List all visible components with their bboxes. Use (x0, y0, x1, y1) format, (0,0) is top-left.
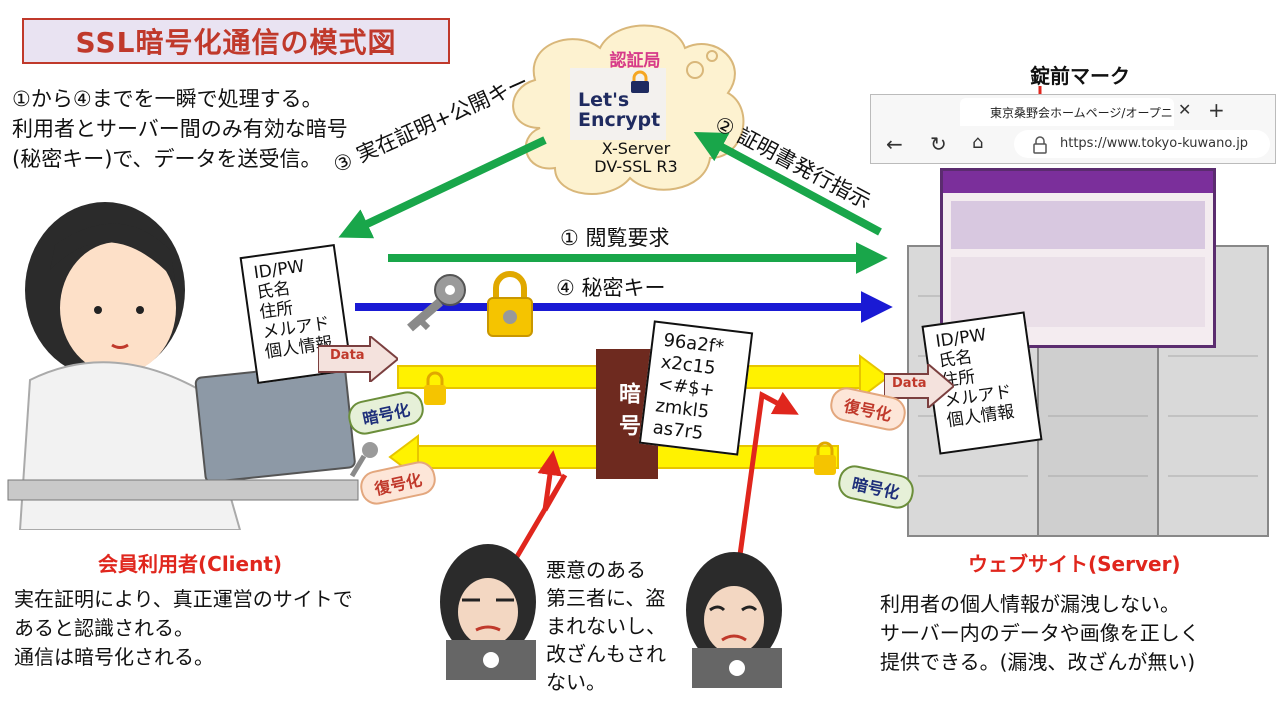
key-icon (407, 274, 466, 332)
attack-arrow-right (737, 391, 799, 556)
padlock-icon (487, 271, 533, 337)
server-caption: ウェブサイト(Server) (968, 552, 1181, 576)
ca-title: 認証局 (609, 51, 661, 71)
arrow-step2 (693, 131, 882, 236)
home-icon[interactable]: ⌂ (972, 132, 984, 153)
client-person-illustration (7, 202, 359, 530)
client-data-tag: Data (330, 348, 365, 363)
attacker-right-illustration (686, 552, 782, 688)
address-lock-icon[interactable] (1032, 136, 1048, 154)
arrow-step3 (338, 136, 547, 239)
letsencrypt-logo (570, 68, 666, 140)
letsencrypt-logo-text: Let's Encrypt (578, 89, 661, 131)
attack-arrow-left (512, 473, 568, 562)
cipher-text-paper: 96a2f* x2c15 <#$+ zmkl5 as7r5 (638, 320, 754, 456)
intro-text: ①から④までを一瞬で処理する。 利用者とサーバー間のみ有効な暗号 (秘密キー)で… (12, 87, 348, 171)
client-caption: 会員利用者(Client) (98, 552, 283, 576)
reload-icon[interactable]: ↻ (930, 132, 947, 156)
letsencrypt-lock-icon (631, 70, 649, 93)
label-step4: ④ 秘密キー (556, 276, 666, 300)
website-screenshot (940, 168, 1216, 348)
client-description: 実在証明により、真正運営のサイトで あると認識される。 通信は暗号化される。 (14, 587, 353, 669)
diagram-title: SSL暗号化通信の模式図 (22, 18, 450, 64)
server-small-padlock-icon (814, 441, 836, 475)
back-icon[interactable]: ← (886, 132, 903, 156)
browser-tab[interactable]: 東京桑野会ホームページ/オープニング (960, 98, 1174, 126)
attacker-left-illustration (440, 544, 536, 680)
ca-certificate-name: X-Server DV-SSL R3 (594, 139, 678, 176)
client-small-key-icon (349, 442, 378, 478)
new-tab-icon[interactable]: + (1208, 98, 1225, 122)
server-data-tag: Data (892, 376, 927, 391)
attacker-note: 悪意のある 第三者に、盗 まれないし、 改ざんもされ ない。 (546, 558, 666, 694)
client-small-padlock-icon (424, 371, 446, 405)
lock-mark-label: 錠前マーク (1030, 64, 1130, 88)
client-data-arrow (318, 336, 398, 382)
label-step1: ① 閲覧要求 (560, 226, 670, 250)
server-description: 利用者の個人情報が漏洩しない。 サーバー内のデータや画像を正しく 提供できる。(… (880, 592, 1200, 674)
tab-close-icon[interactable]: ✕ (1178, 100, 1192, 119)
address-bar[interactable]: https://www.tokyo-kuwano.jp (1014, 130, 1270, 158)
